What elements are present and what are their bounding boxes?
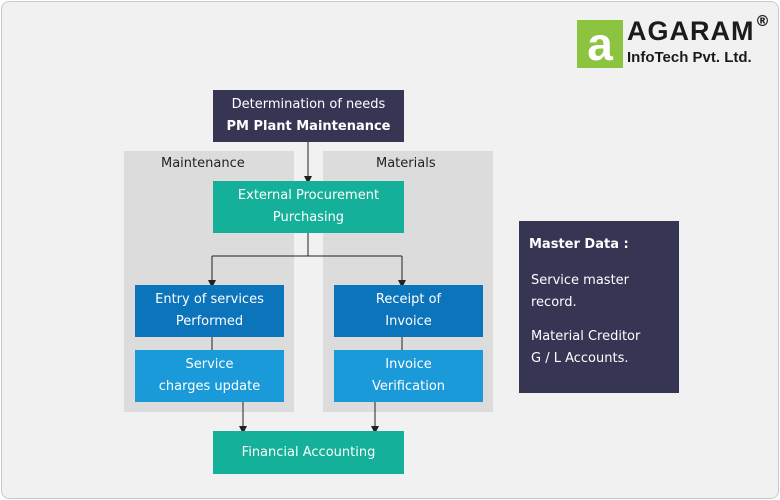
financial-accounting-label: Financial Accounting: [241, 444, 376, 460]
procurement-line1: External Procurement: [237, 188, 380, 203]
service-charges-box: Service charges update: [135, 350, 284, 402]
determination-line1: Determination of needs: [231, 97, 386, 112]
master-data-item1-line1: Service master: [531, 273, 630, 288]
master-data-item2-line1: Material Creditor: [531, 329, 641, 344]
logo-brand: AGARAM: [627, 16, 755, 46]
procurement-box: External Procurement Purchasing: [213, 181, 404, 233]
entry-services-box: Entry of services Performed: [135, 285, 284, 337]
logo-tagline: InfoTech Pvt. Ltd.: [627, 49, 752, 66]
service-charges-line2: charges update: [158, 379, 261, 394]
invoice-verification-line1: Invoice: [385, 357, 432, 372]
master-data-title: Master Data :: [529, 237, 629, 252]
entry-services-line2: Performed: [175, 314, 244, 329]
determination-line2: PM Plant Maintenance: [226, 119, 391, 134]
receipt-invoice-line1: Receipt of: [375, 292, 442, 307]
determination-box: Determination of needs PM Plant Maintena…: [213, 90, 404, 142]
receipt-invoice-line2: Invoice: [385, 314, 432, 329]
agaram-logo: a AGARAM ® InfoTech Pvt. Ltd.: [577, 12, 777, 76]
logo-registered: ®: [755, 12, 770, 30]
maintenance-panel-title: Maintenance: [161, 156, 245, 171]
materials-panel-title: Materials: [376, 156, 436, 171]
master-data-item1-line2: record.: [531, 295, 577, 310]
invoice-verification-box: Invoice Verification: [334, 350, 483, 402]
agaram-mark-icon: a: [577, 20, 623, 68]
entry-services-line1: Entry of services: [155, 292, 264, 307]
master-data-panel: Master Data : Service master record. Mat…: [519, 221, 679, 393]
financial-accounting-box: Financial Accounting: [213, 431, 404, 474]
receipt-invoice-box: Receipt of Invoice: [334, 285, 483, 337]
master-data-item2-line2: G / L Accounts.: [531, 351, 629, 366]
logo-mark-letter: a: [587, 20, 613, 68]
procurement-line2: Purchasing: [272, 210, 345, 225]
service-charges-line1: Service: [185, 357, 234, 372]
invoice-verification-line2: Verification: [371, 379, 446, 394]
